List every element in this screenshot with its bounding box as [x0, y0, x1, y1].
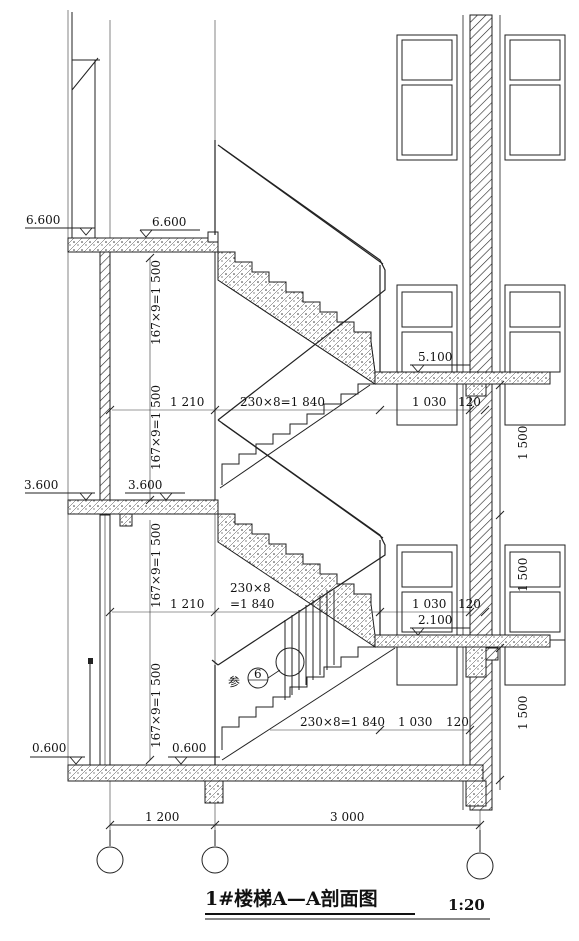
dim-width-1210-upper: 1 210: [170, 395, 204, 409]
dim-bottom-1200: 1 200: [145, 810, 179, 824]
dim-right-1500-c: 1 500: [516, 696, 530, 730]
dim-riser-lower-a: 167×9=1 500: [149, 523, 163, 608]
left-upper-structure: [71, 12, 100, 245]
dim-riser-upper-a: 167×9=1 500: [149, 260, 163, 345]
dim-width-1210-lower: 1 210: [170, 597, 204, 611]
level-0600-left: 0.600: [32, 741, 66, 755]
level-2100: 2.100: [418, 613, 452, 627]
dim-landing-120-upper: 120: [458, 395, 481, 409]
dim-tread-upper: 230×8=1 840: [240, 395, 325, 409]
drawing-title-block: 1#楼梯A—A剖面图 1:20: [205, 887, 490, 920]
level-markers: [25, 227, 470, 765]
handrails: [211, 140, 386, 765]
level-3600-left: 3.600: [24, 478, 58, 492]
drawing-scale: 1:20: [448, 896, 485, 914]
detail-reference: 参 6: [228, 647, 305, 689]
level-labels: 6.600 6.600 5.100 3.600 3.600 2.100 0.60…: [24, 213, 452, 755]
axis-circle-2: [201, 846, 229, 874]
axis-circle-3: [466, 852, 494, 880]
dim-right-1500-a: 1 500: [516, 426, 530, 460]
dimension-labels: 167×9=1 500 167×9=1 500 167×9=1 500 167×…: [145, 260, 530, 824]
dim-landing-120-lower: 120: [446, 715, 469, 729]
dim-landing-1030-mid: 1 030: [412, 597, 446, 611]
level-6600-left: 6.600: [26, 213, 60, 227]
reference-prefix: 参: [228, 674, 240, 689]
reference-number: 6: [254, 667, 262, 681]
right-building: [396, 14, 566, 811]
dim-right-1500-b: 1 500: [516, 558, 530, 592]
floor-slabs: [67, 231, 551, 807]
dim-riser-lower-b: 167×9=1 500: [149, 663, 163, 748]
dim-tread-mid-a: 230×8: [230, 581, 271, 595]
dim-landing-120-mid: 120: [458, 597, 481, 611]
construction-lines: [67, 10, 501, 830]
axis-circle-1: [96, 846, 124, 874]
dimension-ticks: [105, 253, 505, 830]
drawing-title: 1#楼梯A—A剖面图: [205, 887, 378, 910]
dim-landing-1030-lower: 1 030: [398, 715, 432, 729]
level-3600-right: 3.600: [128, 478, 162, 492]
dim-riser-upper-b: 167×9=1 500: [149, 385, 163, 470]
axis-markers: [96, 830, 494, 880]
dim-landing-1030-upper: 1 030: [412, 395, 446, 409]
level-0600-right: 0.600: [172, 741, 206, 755]
stair-flights: [217, 251, 396, 761]
level-5100: 5.100: [418, 350, 452, 364]
dim-bottom-3000: 3 000: [330, 810, 364, 824]
dim-tread-lower: 230×8=1 840: [300, 715, 385, 729]
dim-tread-mid-b: =1 840: [230, 597, 274, 611]
level-6600-right: 6.600: [152, 215, 186, 229]
